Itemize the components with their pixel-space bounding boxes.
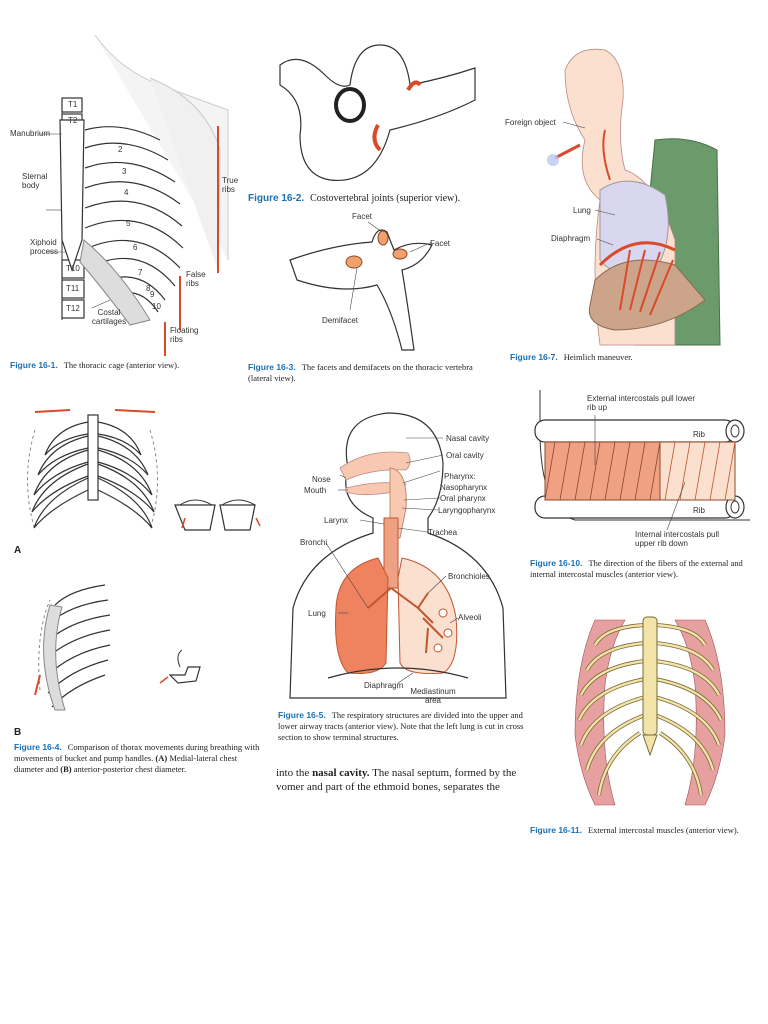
- caption-text: The direction of the fibers of the exter…: [530, 558, 743, 579]
- label-mediastinum-area: Mediastinum area: [410, 687, 456, 705]
- label-rib-top: Rib: [693, 430, 706, 439]
- caption-figure-16-2: Figure 16-2. Costovertebral joints (super…: [248, 193, 488, 204]
- body-text-paragraph: into the nasal cavity. The nasal septum,…: [276, 766, 526, 794]
- caption-tag-b: (B): [60, 764, 72, 774]
- caption-number: Figure 16-5.: [278, 710, 326, 720]
- label-lung: Lung: [308, 609, 326, 618]
- body-text-rest: The nasal septum, formed by the vomer an…: [276, 767, 517, 793]
- panel-label-b: B: [14, 727, 22, 738]
- caption-number: Figure 16-4.: [14, 742, 62, 752]
- label-larynx: Larynx: [324, 516, 349, 525]
- figure-16-4a: [10, 400, 270, 560]
- figure-16-11: [565, 605, 735, 815]
- label-rib-5: 5: [126, 219, 131, 228]
- figure-16-5: Nasal cavity Oral cavity Pharynx: Nasoph…: [278, 408, 518, 708]
- chest-bucket-handle-illustration: [27, 409, 261, 531]
- figure-16-3: Facet Facet Demifacet: [282, 210, 492, 360]
- label-mouth: Mouth: [304, 486, 327, 495]
- label-laryngopharynx: Laryngopharynx: [438, 506, 496, 515]
- label-nasal-cavity: Nasal cavity: [446, 434, 490, 443]
- external-intercostal-muscles-illustration: [574, 616, 726, 806]
- label-rib-2: 2: [118, 145, 123, 154]
- label-rib-7: 7: [138, 268, 143, 277]
- label-rib-3: 3: [122, 167, 127, 176]
- label-internal-intercostals: Internal intercostals pull upper rib dow…: [635, 530, 720, 548]
- costovertebral-joint-illustration: [279, 44, 476, 181]
- label-t10: T10: [66, 264, 80, 273]
- label-t12: T12: [66, 304, 80, 313]
- label-alveoli: Alveoli: [458, 613, 482, 622]
- label-true-ribs: True ribs: [222, 176, 239, 194]
- label-nose: Nose: [312, 475, 331, 484]
- label-facet-right: Facet: [430, 239, 451, 248]
- figure-16-1: T1 T2 Manubrium Sternal body Xiphoid pro…: [0, 30, 250, 360]
- respiratory-structures-illustration: [289, 412, 507, 699]
- label-floating-ribs: Floating ribs: [170, 326, 199, 344]
- caption-number: Figure 16-2.: [248, 193, 305, 204]
- caption-tag-a: (A): [155, 753, 168, 763]
- label-bronchi: Bronchi: [300, 538, 328, 547]
- label-lung: Lung: [573, 206, 591, 215]
- caption-text: External intercostal muscles (anterior v…: [587, 825, 739, 835]
- caption-text-a: Medial-lateral chest diameter and: [14, 753, 238, 774]
- label-external-intercostals: External intercostals pull lower rib up: [587, 394, 696, 412]
- caption-text: The thoracic cage (anterior view).: [63, 360, 180, 370]
- intercostal-fibers-illustration: [534, 390, 750, 531]
- chest-pump-handle-illustration: [34, 584, 201, 711]
- caption-text: Comparison of thorax movements during br…: [14, 742, 260, 763]
- label-t2: T2: [68, 116, 78, 125]
- label-oral-pharynx: Oral pharynx: [440, 494, 486, 503]
- label-diaphragm: Diaphragm: [551, 234, 591, 243]
- label-foreign-object: Foreign object: [505, 118, 556, 127]
- caption-number: Figure 16-3.: [248, 362, 296, 372]
- label-rib-6: 6: [133, 243, 138, 252]
- caption-figure-16-3: Figure 16-3.The facets and demifacets on…: [248, 362, 498, 384]
- label-diaphragm: Diaphragm: [364, 681, 404, 690]
- label-oral-cavity: Oral cavity: [446, 451, 484, 460]
- label-trachea: Trachea: [428, 528, 458, 537]
- label-nasopharynx: Nasopharynx: [440, 483, 488, 492]
- heimlich-maneuver-illustration: [547, 48, 721, 346]
- label-t1: T1: [68, 100, 78, 109]
- caption-text: The respiratory structures are divided i…: [278, 710, 524, 742]
- caption-number: Figure 16-1.: [10, 360, 58, 370]
- caption-figure-16-10: Figure 16-10.The direction of the fibers…: [530, 558, 750, 580]
- caption-figure-16-4: Figure 16-4.Comparison of thorax movemen…: [14, 742, 264, 775]
- label-facet-top: Facet: [352, 212, 373, 221]
- caption-figure-16-7: Figure 16-7. Heimlich maneuver.: [510, 352, 730, 363]
- label-rib-9: 9: [150, 290, 155, 299]
- label-manubrium: Manubrium: [10, 129, 51, 138]
- label-false-ribs: False ribs: [186, 270, 206, 288]
- caption-text: Costovertebral joints (superior view).: [310, 193, 461, 204]
- label-rib-bottom: Rib: [693, 506, 706, 515]
- caption-figure-16-11: Figure 16-11. External intercostal muscle…: [530, 825, 760, 836]
- caption-text: Heimlich maneuver.: [563, 352, 633, 362]
- body-text-term: nasal cavity.: [312, 767, 370, 779]
- caption-text: The facets and demifacets on the thoraci…: [248, 362, 473, 383]
- label-rib-10: 10: [152, 302, 161, 311]
- caption-figure-16-1: Figure 16-1. The thoracic cage (anterior …: [10, 360, 250, 371]
- figure-16-2: [270, 40, 480, 190]
- label-demifacet: Demifacet: [322, 316, 359, 325]
- label-bronchioles: Bronchioles: [448, 572, 490, 581]
- caption-text-b: anterior-posterior chest diameter.: [73, 764, 187, 774]
- caption-figure-16-5: Figure 16-5.The respiratory structures a…: [278, 710, 524, 743]
- label-rib-8: 8: [146, 284, 151, 293]
- label-pharynx: Pharynx:: [444, 472, 476, 481]
- thoracic-cage-illustration: [40, 34, 229, 356]
- label-rib-4: 4: [124, 188, 129, 197]
- caption-number: Figure 16-10.: [530, 558, 583, 568]
- figure-16-7: Foreign object Lung Diaphragm: [505, 40, 725, 350]
- caption-number: Figure 16-11.: [530, 825, 582, 835]
- thoracic-vertebra-illustration: [289, 221, 433, 351]
- label-sternal-body: Sternal body: [22, 172, 48, 190]
- label-costal-cartilages: Costal cartilages: [91, 308, 127, 326]
- caption-number: Figure 16-7.: [510, 352, 558, 362]
- figure-16-4b: [10, 575, 270, 725]
- panel-label-a: A: [14, 545, 22, 556]
- figure-16-10: External intercostals pull lower rib up …: [534, 390, 750, 555]
- body-text-lead: into the: [276, 767, 313, 779]
- label-xiphoid-process: Xiphoid process: [30, 238, 59, 256]
- label-t11: T11: [66, 284, 80, 293]
